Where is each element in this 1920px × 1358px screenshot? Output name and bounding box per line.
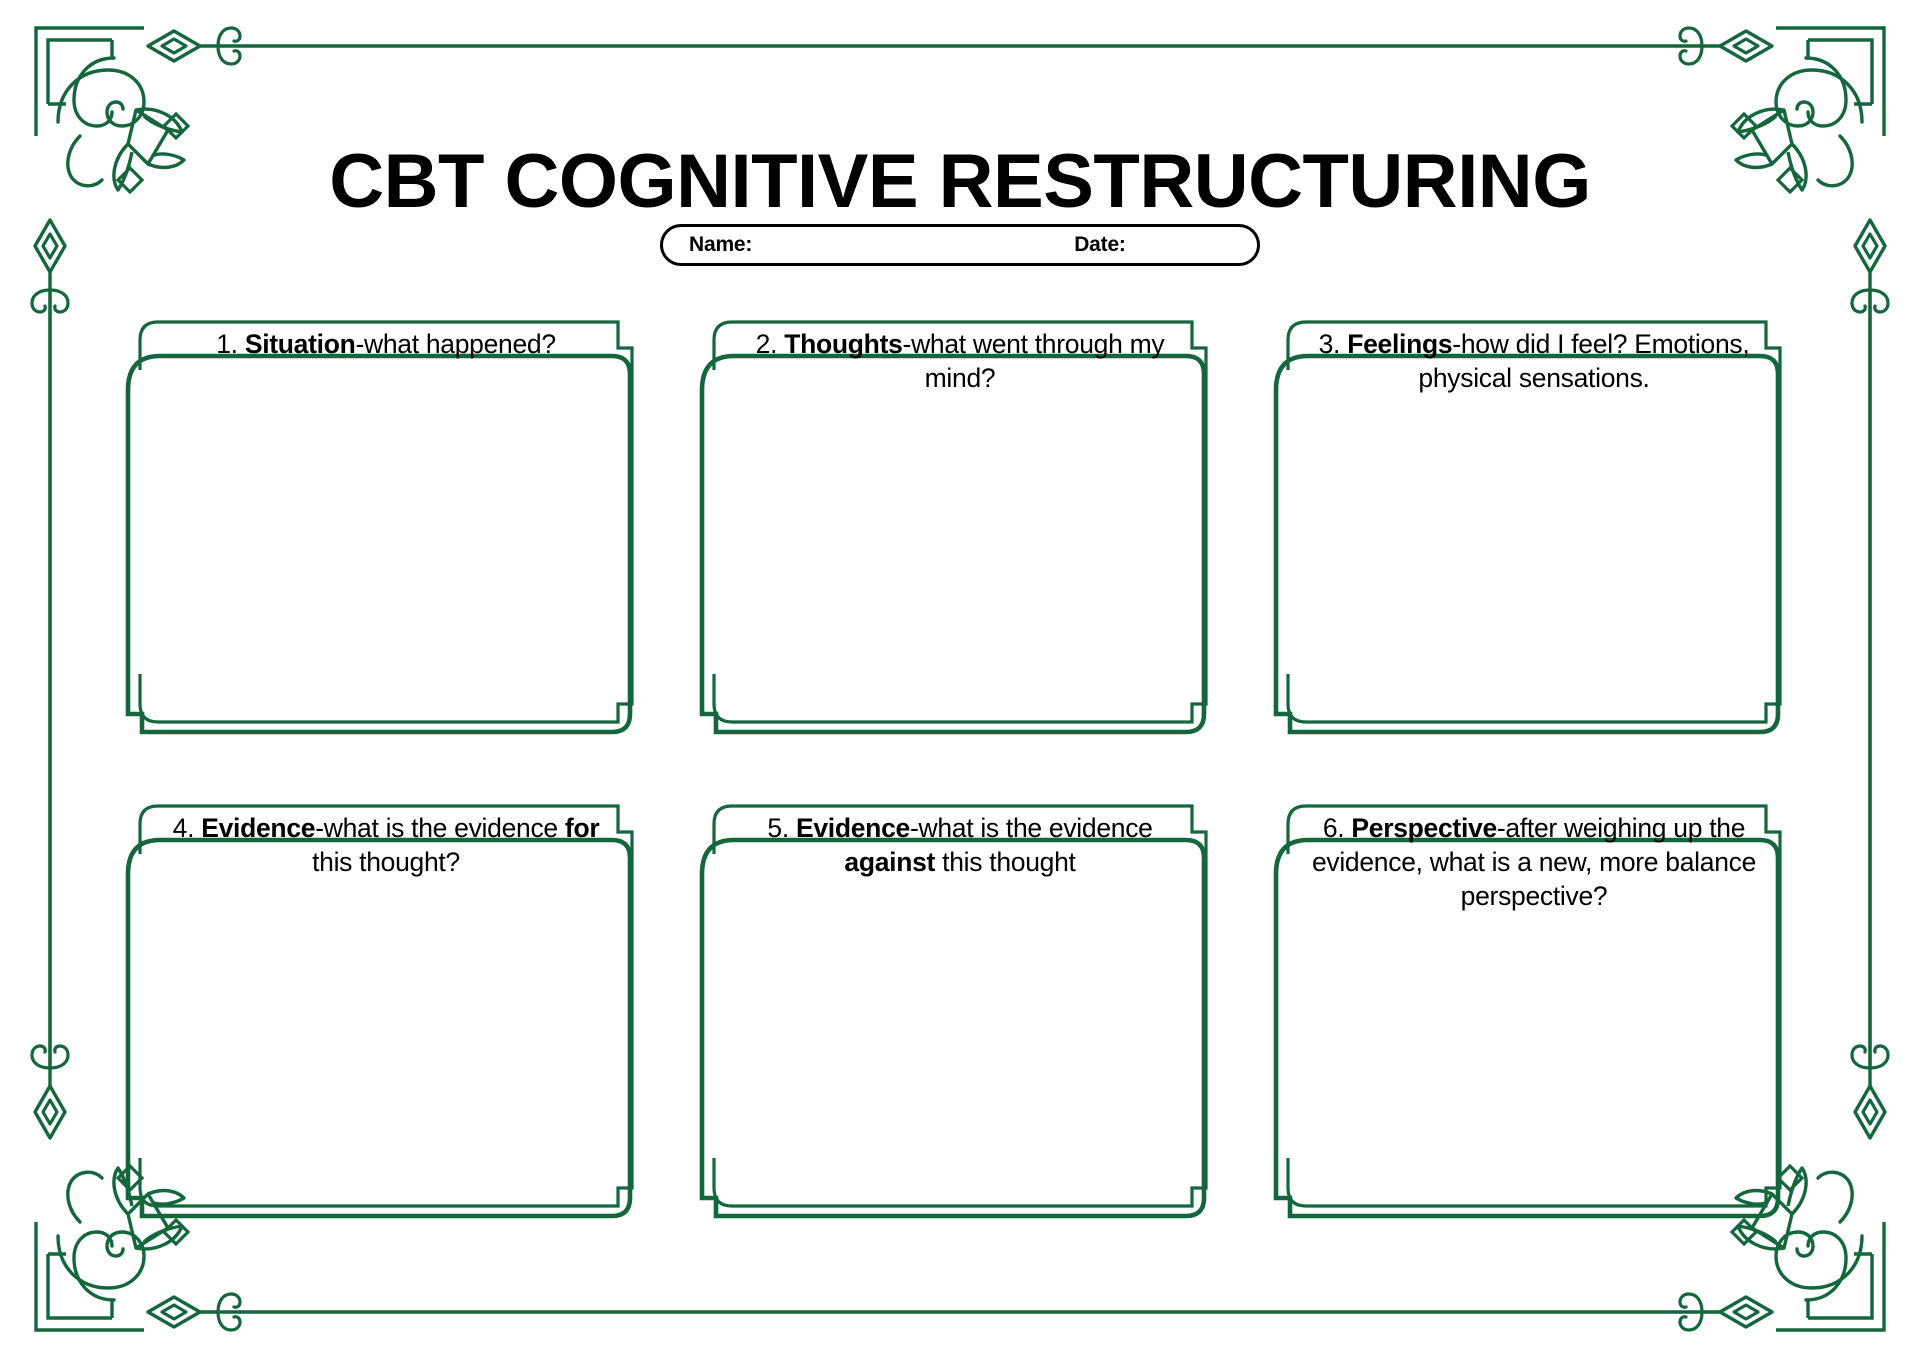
- box-5-question-b: this thought: [935, 846, 1076, 877]
- worksheet-box-1[interactable]: 1. Situation-what happened?: [118, 300, 654, 744]
- box-6-question: -after weighing up the evidence, what is…: [1311, 813, 1757, 911]
- box-5-number: 5.: [767, 813, 789, 843]
- worksheet-box-5[interactable]: 5. Evidence-what is the evidence against…: [692, 784, 1228, 1228]
- box-4-question-a: -what is the evidence: [315, 813, 565, 843]
- box-2-number: 2.: [755, 329, 778, 359]
- box-2-term: Thoughts: [784, 329, 903, 359]
- box-6-number: 6.: [1322, 813, 1345, 843]
- page-title: CBT COGNITIVE RESTRUCTURING: [329, 138, 1591, 224]
- date-label: Date:: [1074, 233, 1126, 256]
- box-3-number: 3.: [1318, 329, 1341, 359]
- box-3-term: Feelings: [1347, 329, 1453, 359]
- worksheet-box-2[interactable]: 2. Thoughts-what went through my mind?: [692, 300, 1228, 744]
- border-rule-right: [1850, 218, 1890, 1140]
- box-5-prompt: 5. Evidence-what is the evidence against…: [726, 812, 1194, 880]
- box-4-emphasis: for: [564, 813, 600, 843]
- box-2-prompt: 2. Thoughts-what went through my mind?: [726, 328, 1194, 396]
- box-5-emphasis: against: [844, 846, 936, 877]
- box-1-prompt: 1. Situation-what happened?: [152, 328, 620, 362]
- box-3-prompt: 3. Feelings-how did I feel? Emotions, ph…: [1300, 328, 1768, 396]
- box-4-term: Evidence: [201, 813, 316, 843]
- box-4-prompt: 4. Evidence-what is the evidence for thi…: [152, 812, 620, 880]
- box-6-prompt: 6. Perspective-after weighing up the evi…: [1300, 812, 1768, 914]
- box-1-question: -what happened?: [355, 329, 556, 359]
- box-4-question-b: this thought?: [312, 846, 460, 877]
- border-rule-top: [146, 26, 1774, 66]
- box-1-number: 1.: [216, 329, 238, 359]
- border-rule-bottom: [146, 1292, 1774, 1332]
- name-label: Name:: [689, 233, 753, 256]
- box-1-term: Situation: [244, 329, 356, 359]
- box-4-number: 4.: [172, 813, 195, 843]
- worksheet-grid: 1. Situation-what happened? 2. Thoughts-…: [118, 300, 1802, 1228]
- border-rule-left: [30, 218, 70, 1140]
- box-5-question-a: -what is the evidence: [909, 813, 1153, 843]
- box-frame-ornament: [125, 320, 634, 735]
- box-3-question: -how did I feel? Emotions, physical sens…: [1418, 329, 1750, 393]
- worksheet-box-6[interactable]: 6. Perspective-after weighing up the evi…: [1266, 784, 1802, 1228]
- box-6-term: Perspective: [1351, 813, 1497, 843]
- worksheet-box-3[interactable]: 3. Feelings-how did I feel? Emotions, ph…: [1266, 300, 1802, 744]
- name-date-field[interactable]: Name: Date:: [660, 224, 1260, 266]
- box-2-question: -what went through my mind?: [902, 329, 1165, 393]
- box-5-term: Evidence: [795, 813, 910, 843]
- worksheet-box-4[interactable]: 4. Evidence-what is the evidence for thi…: [118, 784, 654, 1228]
